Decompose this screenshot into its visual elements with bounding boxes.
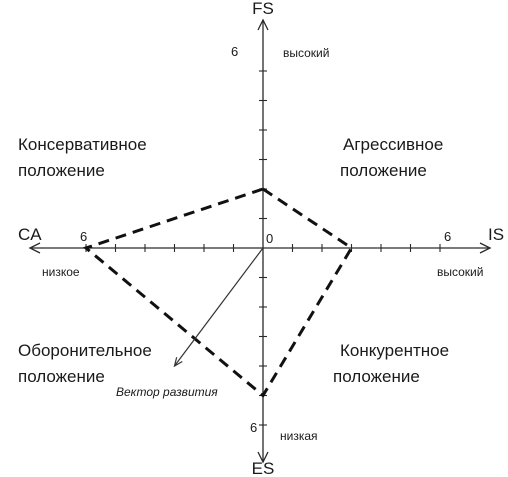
fs-arrowhead — [257, 18, 269, 31]
is-high-label: высокий — [437, 265, 483, 279]
quadrant-conservative-line2: положение — [18, 161, 105, 180]
quadrant-aggressive-line1: Агрессивное — [343, 135, 443, 154]
development-vector-label: Вектор развития — [116, 385, 218, 399]
quadrant-aggressive-line2: положение — [340, 161, 427, 180]
ca-axis-label: CA — [18, 225, 42, 244]
is-max-label: 6 — [444, 229, 451, 244]
development-vector-arrowhead — [173, 357, 183, 368]
fs-high-label: высокий — [283, 46, 329, 60]
es-axis-label: ES — [252, 459, 275, 477]
strategic-position-polygon — [82, 187, 354, 398]
quadrant-conservative-line1: Консервативное — [18, 135, 147, 154]
development-vector-line — [174, 247, 264, 367]
axis-ticks — [85, 70, 441, 426]
es-arrowhead — [257, 451, 269, 464]
is-axis-label: IS — [488, 225, 504, 244]
quadrant-competitive-line2: положение — [333, 367, 420, 386]
fs-max-label: 6 — [231, 44, 238, 59]
quadrant-defensive-line1: Оборонительное — [18, 341, 152, 360]
is-arrowhead — [479, 242, 492, 254]
quadrant-defensive-line2: положение — [18, 367, 105, 386]
ca-arrowhead — [28, 242, 41, 254]
origin-label: 0 — [266, 231, 273, 246]
ca-max-label: 6 — [80, 229, 87, 244]
fs-axis-label: FS — [252, 0, 274, 18]
es-max-label: 6 — [250, 420, 257, 435]
ca-low-label: низкое — [42, 265, 80, 279]
quadrant-competitive-line1: Конкурентное — [340, 341, 449, 360]
es-low-label: низкая — [280, 429, 318, 443]
